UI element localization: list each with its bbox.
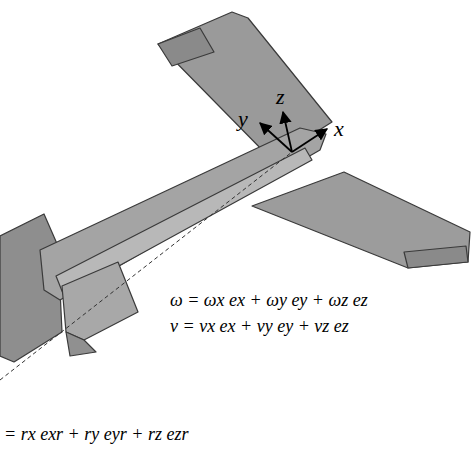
stabilizer bbox=[62, 262, 138, 340]
x-axis bbox=[292, 129, 327, 152]
aileron-lower bbox=[404, 246, 468, 268]
equation: v = vx ex + vy ey + vz ez bbox=[168, 316, 351, 336]
equation: ω = ωx ex + ωy ey + ωz ez bbox=[168, 290, 370, 310]
axis-label: z bbox=[276, 86, 285, 108]
axis-label: y bbox=[238, 108, 248, 130]
equation: = rx exr + ry eyr + rz ezr bbox=[2, 424, 190, 444]
axis-label: x bbox=[334, 118, 344, 140]
z-axis bbox=[283, 112, 292, 152]
reference-line bbox=[0, 152, 292, 380]
aileron-upper bbox=[158, 28, 214, 66]
wing-lower bbox=[252, 172, 470, 268]
elevator bbox=[66, 332, 96, 356]
